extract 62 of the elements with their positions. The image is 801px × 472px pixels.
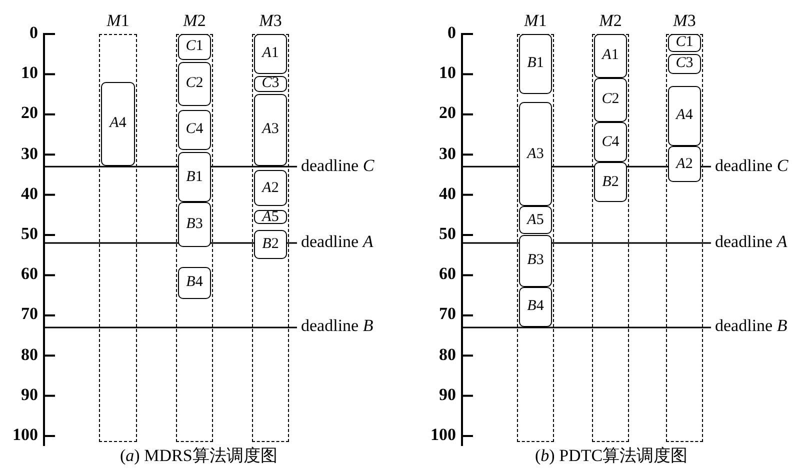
task-block: A1: [254, 34, 287, 74]
tick-label: 40: [20, 184, 38, 204]
task-block: C1: [178, 34, 211, 60]
task-block: C3: [254, 76, 287, 92]
deadline-label: deadline B: [301, 316, 374, 336]
task-block: A3: [254, 94, 287, 166]
tick-label: 30: [20, 144, 38, 164]
task-block: B1: [519, 34, 552, 94]
tick-label: 60: [438, 264, 456, 284]
figure-caption: (b) PDTC算法调度图: [535, 445, 688, 467]
tick-label: 80: [20, 344, 38, 365]
deadline-label: deadline A: [301, 232, 374, 252]
lane-heading: M1: [106, 11, 130, 31]
task-block: C2: [178, 62, 211, 106]
lane-heading: M3: [258, 11, 283, 31]
deadline-label: deadline A: [715, 232, 788, 252]
tick-label: 10: [438, 63, 456, 84]
tick-label: 90: [20, 384, 38, 405]
task-block: B3: [178, 202, 211, 247]
task-block: A1: [594, 34, 627, 78]
tick-label: 20: [438, 103, 456, 124]
tick-label: 100: [12, 425, 38, 445]
task-block: B2: [254, 230, 287, 259]
tick-label: 80: [438, 344, 456, 365]
tick-label: 70: [438, 304, 456, 324]
task-block: A5: [519, 206, 552, 234]
task-block: A3: [519, 102, 552, 206]
tick-label: 0: [28, 23, 38, 43]
lane-heading: M2: [598, 11, 623, 31]
deadline-label: deadline C: [715, 156, 788, 176]
tick-label: 30: [438, 144, 456, 164]
task-block: A2: [254, 170, 287, 206]
tick-label: 50: [20, 224, 38, 244]
tick-label: 10: [20, 63, 38, 84]
task-block: C4: [594, 122, 627, 162]
task-block: B3: [519, 234, 552, 287]
task-block: B2: [594, 162, 627, 202]
task-block: A4: [101, 82, 135, 166]
task-block: C2: [594, 78, 627, 122]
tick-label: 0: [446, 23, 456, 43]
tick-label: 90: [438, 384, 456, 405]
figure-caption: (a) MDRS算法调度图: [120, 445, 278, 467]
tick-label: 60: [20, 264, 38, 284]
lane-heading: M2: [182, 11, 207, 31]
deadline-label: deadline C: [301, 156, 374, 176]
lane-heading: M3: [672, 11, 697, 31]
tick-label: 20: [20, 103, 38, 124]
tick-label: 100: [430, 425, 456, 445]
task-block: B4: [178, 266, 211, 299]
tick-label: 50: [438, 224, 456, 244]
task-block: C4: [178, 110, 211, 150]
task-block: C3: [668, 54, 701, 74]
tick-label: 70: [20, 304, 38, 324]
task-block: A5: [254, 210, 287, 224]
task-block: B1: [178, 152, 211, 202]
task-block: A4: [668, 86, 701, 146]
deadline-label: deadline B: [715, 316, 788, 336]
task-block: A2: [668, 146, 701, 182]
task-block: B4: [519, 286, 552, 327]
tick-label: 40: [438, 184, 456, 204]
lane-heading: M1: [523, 11, 548, 31]
task-block: C1: [668, 34, 701, 52]
